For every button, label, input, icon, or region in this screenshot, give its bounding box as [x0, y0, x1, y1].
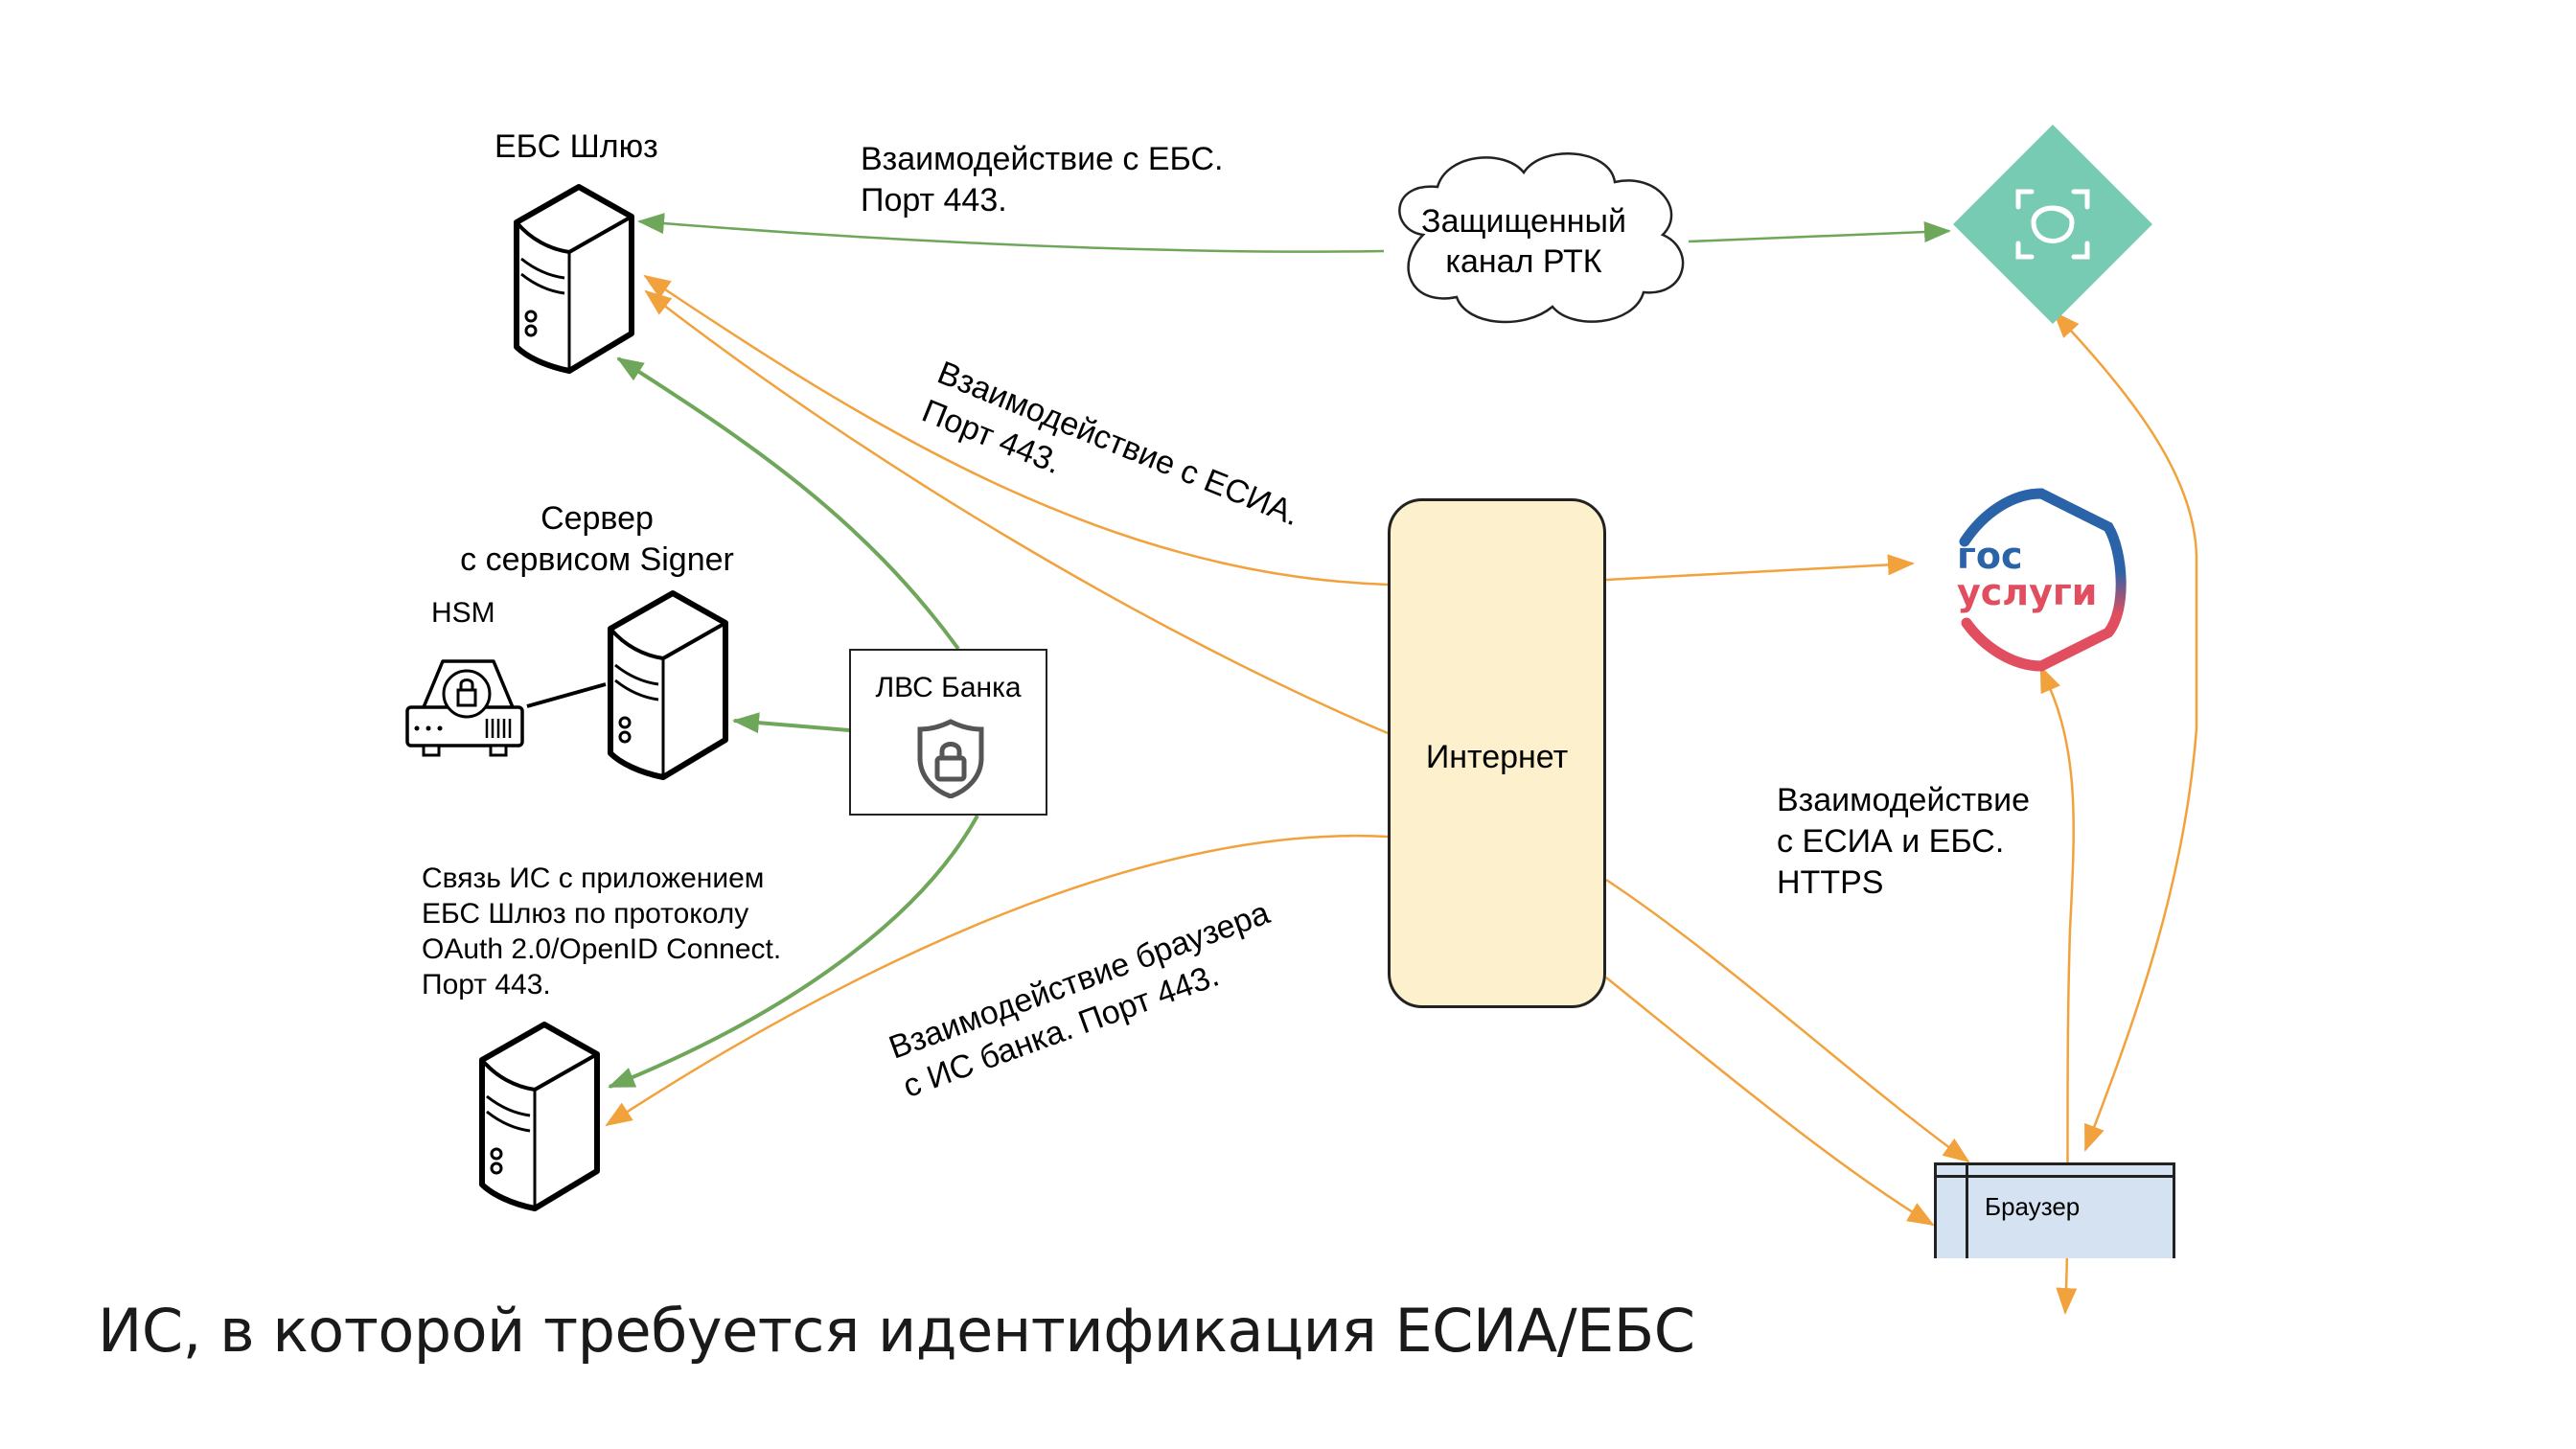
edge-lan-to-signer [732, 712, 850, 734]
gosuslugi-text-1: гос [1957, 535, 2023, 577]
browser-sidebar-divider [1966, 1165, 1968, 1258]
hsm-device-icon[interactable] [402, 648, 527, 763]
oauth-link-label: Связь ИС с приложением ЕБС Шлюз по прото… [422, 862, 782, 1000]
edge-channel-to-gateway [637, 213, 1385, 253]
cloud-icon[interactable] [1380, 144, 1696, 335]
page-title: ИС, в которой требуется идентификация ЕС… [98, 1296, 1695, 1366]
edge-internet-to-browser-1 [1605, 878, 1970, 1163]
edge-lan-to-is [608, 815, 979, 1089]
is-server-icon[interactable] [477, 1020, 611, 1221]
edge-internet-to-gateway-2 [644, 289, 1389, 735]
browser-node[interactable]: Браузер [1934, 1162, 2175, 1258]
signer-server-label: Сервер с сервисом Signer [460, 500, 734, 578]
browser-titlebar-divider [1937, 1175, 2173, 1178]
edge-channel-to-ebs [1688, 221, 1951, 243]
edge-lan-to-gateway [616, 356, 960, 651]
internet-node[interactable]: Интернет [1388, 498, 1606, 1008]
ebs-gateway-server-icon[interactable] [512, 182, 646, 383]
browser-label: Браузер [1985, 1192, 2081, 1221]
gosuslugi-logo[interactable]: гос услуги [1945, 484, 2137, 676]
internet-label: Интернет [1425, 739, 1569, 775]
edge-internet-to-is [605, 834, 1389, 1127]
ebs-gateway-label: ЕБС Шлюз [494, 128, 658, 165]
edge-internet-to-browser-2 [1605, 977, 1935, 1227]
hsm-label: HSM [431, 597, 495, 629]
bank-lan-node[interactable]: ЛВС Банка [849, 649, 1047, 816]
edge-internet-to-gosuslugi [1605, 554, 1915, 582]
gosuslugi-text-2: услуги [1957, 571, 2097, 613]
edge-internet-to-gateway-1 [643, 274, 1389, 586]
edge-ebs-browser [2053, 310, 2198, 1152]
signer-server-icon[interactable] [606, 588, 740, 790]
ebs-interaction-label: Взаимодействие с ЕБС. Порт 443. [861, 141, 1224, 218]
secure-channel-label: Защищенный канал РТК [1421, 203, 1626, 280]
https-interaction-label: Взаимодействие с ЕСИА и ЕБС. HTTPS [1777, 782, 2030, 901]
bank-lan-label: ЛВС Банка [875, 672, 1022, 703]
face-scan-icon [2015, 189, 2090, 260]
edge-hsm-signer [526, 682, 607, 708]
ebs-node[interactable] [1951, 123, 2154, 326]
shield-lock-icon [917, 719, 984, 798]
